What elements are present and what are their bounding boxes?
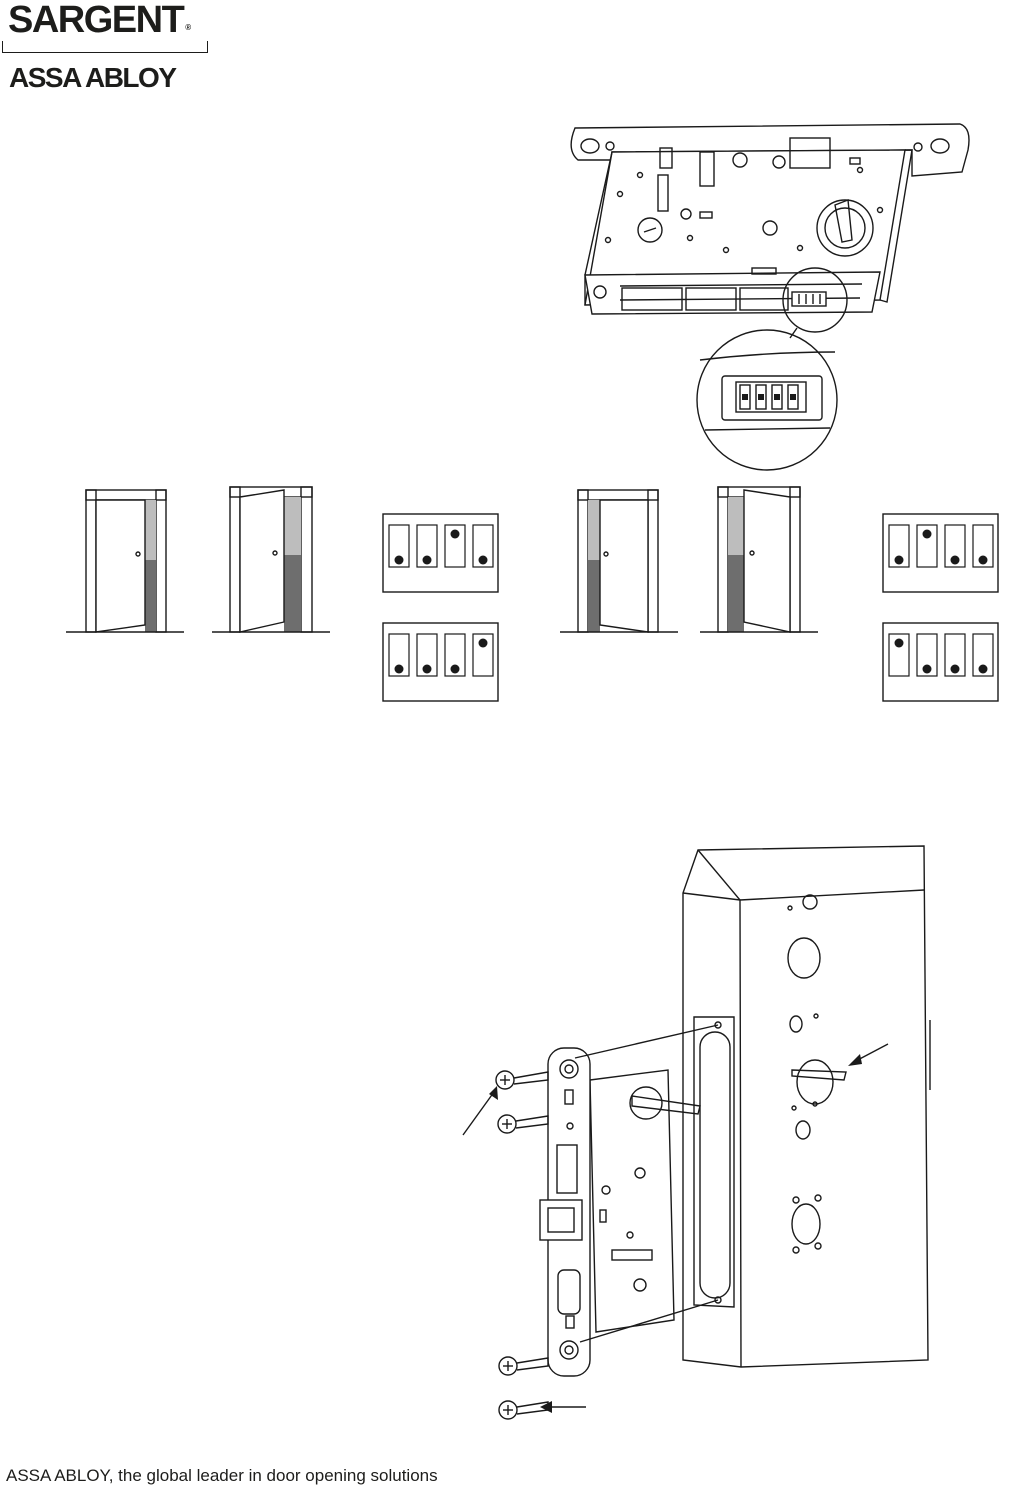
dip-switch-diagrams <box>0 480 1029 730</box>
dip-switch-position-dot <box>923 530 932 539</box>
screw-top-2 <box>498 1115 548 1133</box>
screw-bottom-1 <box>499 1357 548 1375</box>
dip-switch-position-dot <box>395 665 404 674</box>
screw-top-1 <box>496 1071 548 1089</box>
dip-switch-position-dot <box>979 556 988 565</box>
dip-switch-position-dot <box>423 665 432 674</box>
dip-switch-position-dot <box>895 639 904 648</box>
dip-switch-position-dot <box>451 530 460 539</box>
footer-tagline: ASSA ABLOY, the global leader in door op… <box>6 1466 438 1486</box>
dip-switch-position-dot <box>951 665 960 674</box>
installation-illustration <box>0 780 1029 1480</box>
dip-switch-position-dot <box>423 556 432 565</box>
dip-switch-position-dot <box>951 556 960 565</box>
dip-switch-position-dot <box>923 665 932 674</box>
screw-bottom-2 <box>499 1401 548 1419</box>
dip-switch-position-dot <box>395 556 404 565</box>
dip-switch-position-dot <box>979 665 988 674</box>
dip-switch-position-dot <box>451 665 460 674</box>
dip-switch-position-dot <box>895 556 904 565</box>
dip-switch-position-dot <box>479 639 488 648</box>
mortise-lock-illustration <box>0 0 1029 480</box>
dip-switch-position-dot <box>479 556 488 565</box>
